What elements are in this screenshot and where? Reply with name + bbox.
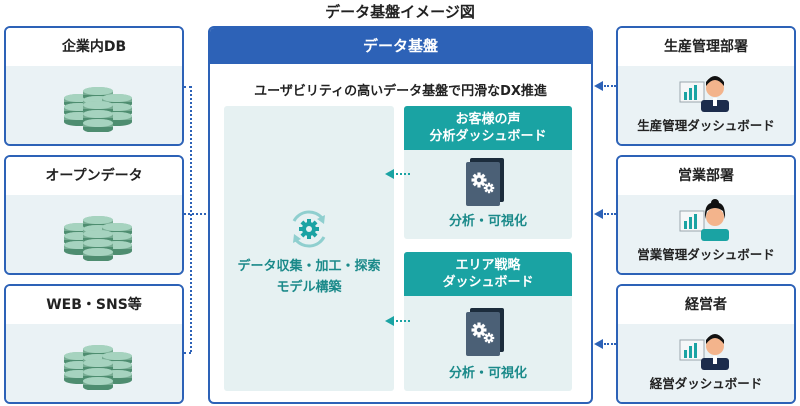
connector-line <box>184 213 210 215</box>
department-name: 経営者 <box>618 286 794 324</box>
arrow-left-icon <box>385 316 394 326</box>
analytics-book-icon <box>466 308 504 356</box>
department-box-sales: 営業部署 営業管理ダッシュボード <box>616 155 796 275</box>
connector-line <box>184 86 191 88</box>
dashboard-title: お客様の声 <box>455 112 521 127</box>
connector-line <box>396 173 410 175</box>
dashboard-subtitle: 分析ダッシュボード <box>429 129 547 144</box>
connector-line <box>604 343 616 345</box>
model-text: データ収集・加工・探索 モデル構築 <box>224 256 394 298</box>
department-name: 営業部署 <box>618 157 794 195</box>
arrow-left-icon <box>594 81 603 91</box>
diagram-title: データ基盤イメージ図 <box>325 3 475 21</box>
source-box-open-data: オープンデータ <box>4 155 184 275</box>
platform-subtitle: ユーザビリティの高いデータ基盤で円滑なDX推進 <box>254 84 547 99</box>
arrow-left-icon <box>385 169 394 179</box>
database-icon <box>58 82 138 132</box>
arrow-left-icon <box>594 339 603 349</box>
department-dashboard: 生産管理ダッシュボード <box>637 118 775 133</box>
model-line1: データ収集・加工・探索 <box>237 259 381 274</box>
platform-header: データ基盤 <box>210 28 591 64</box>
dashboard-subtitle: ダッシュボード <box>442 275 534 290</box>
user-dashboard-icon <box>679 199 729 241</box>
database-icon <box>58 211 138 261</box>
dashboard-area-strategy: エリア戦略 ダッシュボード 分析・可視化 <box>404 252 572 391</box>
dashboard-title: エリア戦略 <box>455 258 521 273</box>
department-dashboard: 営業管理ダッシュボード <box>637 247 775 262</box>
dashboard-customer-voice: お客様の声 分析ダッシュボード 分析・可視化 <box>404 106 572 239</box>
arrow-left-icon <box>594 209 603 219</box>
database-icon <box>58 340 138 390</box>
department-box-executive: 経営者 経営ダッシュボード <box>616 284 796 404</box>
cycle-gear-icon <box>292 210 326 248</box>
connector-line <box>604 213 616 215</box>
source-label: WEB・SNS等 <box>6 286 182 324</box>
model-building-panel: データ収集・加工・探索 モデル構築 <box>224 106 394 391</box>
source-box-web-sns: WEB・SNS等 <box>4 284 184 404</box>
dashboard-label: 分析・可視化 <box>448 214 527 229</box>
source-label: 企業内DB <box>6 28 182 66</box>
connector-line <box>396 320 410 322</box>
source-box-internal-db: 企業内DB <box>4 26 184 146</box>
connector-line <box>190 86 192 352</box>
analytics-book-icon <box>466 158 504 206</box>
connector-line <box>184 352 191 354</box>
user-dashboard-icon <box>679 76 729 112</box>
department-box-production: 生産管理部署 生産管理ダッシュボード <box>616 26 796 146</box>
connector-line <box>604 85 616 87</box>
department-dashboard: 経営ダッシュボード <box>649 376 763 391</box>
department-name: 生産管理部署 <box>618 28 794 66</box>
data-platform-box: データ基盤 ユーザビリティの高いデータ基盤で円滑なDX推進 データ収集・加工・探… <box>208 26 593 404</box>
source-label: オープンデータ <box>6 157 182 195</box>
user-dashboard-icon <box>679 334 729 370</box>
dashboard-label: 分析・可視化 <box>448 366 527 381</box>
model-line2: モデル構築 <box>276 280 342 295</box>
